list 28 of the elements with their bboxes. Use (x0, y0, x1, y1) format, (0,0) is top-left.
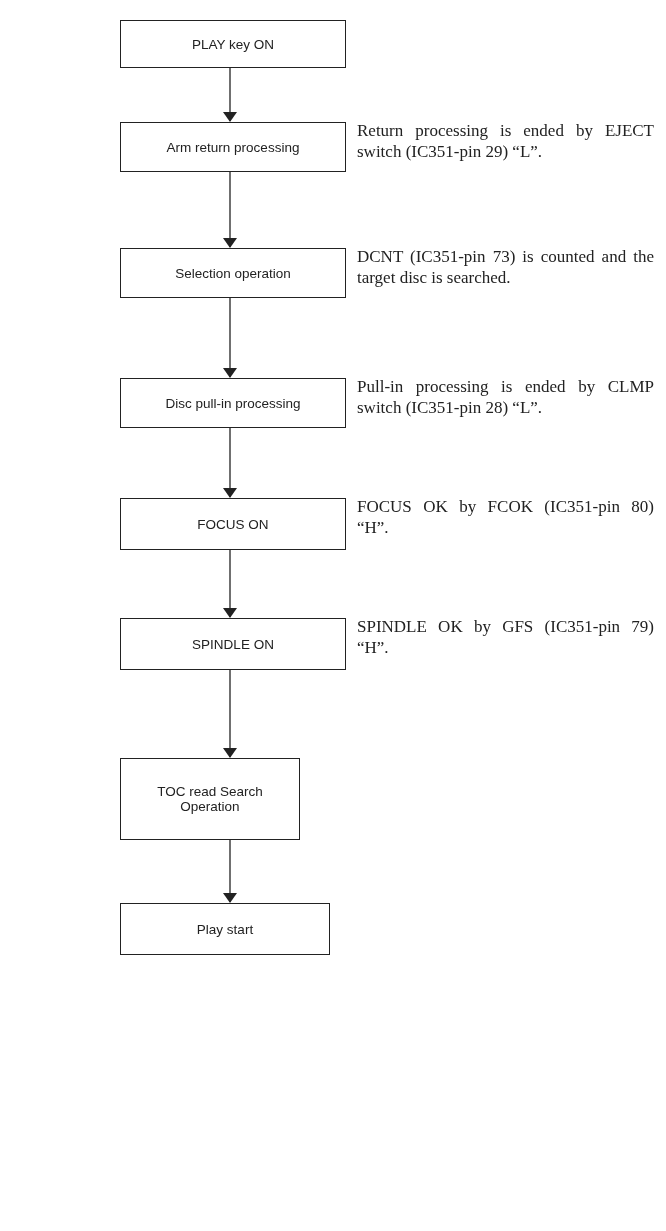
process-box (120, 122, 346, 172)
box-label: Selection operation (175, 265, 291, 281)
arrow (223, 427, 237, 498)
arrow (223, 297, 237, 378)
arrow (223, 669, 237, 758)
box-label: Disc pull-in processing (165, 395, 301, 411)
arrow (223, 549, 237, 618)
process-box (120, 618, 346, 670)
step-note: Return processing is ended by EJECT switch (IC351-pin 29) “L”. (357, 120, 654, 162)
process-box (120, 378, 346, 428)
process-box (120, 20, 346, 68)
process-box (120, 498, 346, 550)
process-box (120, 758, 300, 840)
step-note: SPINDLE OK by GFS (IC351-pin 79) “H”. (357, 616, 654, 658)
arrow (223, 67, 237, 122)
box-label: FOCUS ON (197, 516, 269, 532)
box-label: Arm return processing (166, 139, 300, 155)
step-note: Pull-in processing is ended by CLMP switch (IC351-pin 28) “L”. (357, 376, 654, 418)
arrow (223, 171, 237, 248)
box-label: PLAY key ON (191, 36, 274, 52)
step-note: FOCUS OK by FCOK (IC351-pin 80) “H”. (357, 496, 654, 538)
step-note: DCNT (IC351-pin 73) is counted and the target disc is searched. (357, 246, 654, 288)
arrow (223, 839, 237, 903)
box-label: Play start (196, 921, 254, 937)
box-label: TOC read Search Operation (156, 784, 264, 814)
process-box (120, 903, 330, 955)
box-label: SPINDLE ON (192, 636, 274, 652)
process-box (120, 248, 346, 298)
